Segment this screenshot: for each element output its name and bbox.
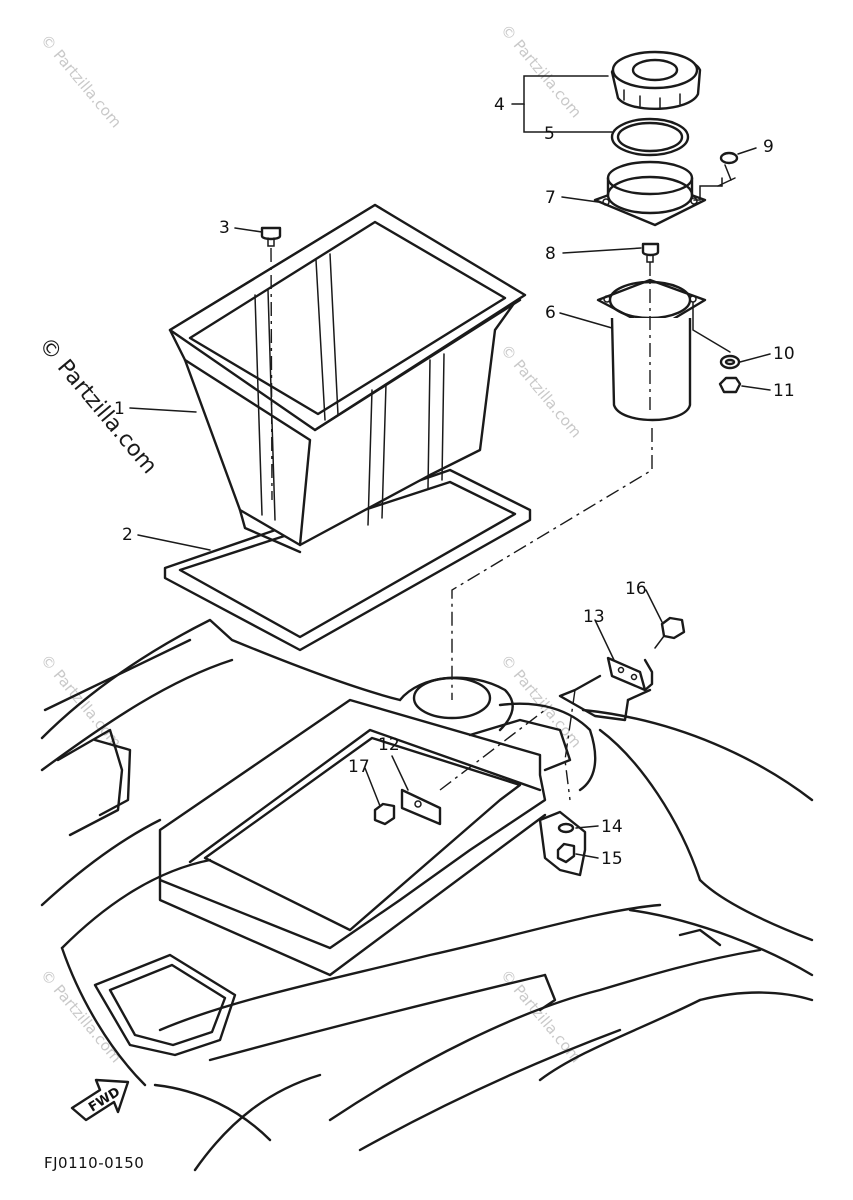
- mounting-plate: [373, 689, 576, 826]
- drain-plug: [260, 226, 282, 501]
- callout-2: 2: [122, 525, 133, 545]
- filler-cap: [610, 50, 702, 110]
- callout-6: 6: [545, 303, 556, 323]
- callout-14: 14: [601, 817, 623, 837]
- callout-12: 12: [378, 735, 400, 755]
- watermark: © Partzilla.com: [497, 21, 585, 121]
- callout-numbers: 1 2 3 4 5 6 7 8 9 10 11 12 13 14 15 16 1…: [114, 95, 795, 869]
- washer-and-nut: [718, 354, 742, 394]
- storage-box: [168, 203, 527, 554]
- callout-17: 17: [348, 757, 370, 777]
- screw: [693, 151, 739, 201]
- lower-nut-assembly: [538, 810, 587, 877]
- watermark: © Partzilla.com: [37, 31, 125, 131]
- forward-arrow-icon: FWD: [70, 1078, 130, 1122]
- callout-15: 15: [601, 849, 623, 869]
- watermark: © Partzilla.com: [497, 966, 585, 1066]
- hose-plug: [641, 242, 660, 263]
- bracket-assembly: [558, 616, 686, 722]
- filler-neck-flange: [593, 160, 707, 227]
- callout-13: 13: [583, 607, 605, 627]
- callout-3: 3: [219, 218, 230, 238]
- callout-10: 10: [773, 344, 795, 364]
- diagram-code: FJ0110-0150: [44, 1154, 144, 1172]
- callout-5: 5: [544, 124, 555, 144]
- assembly-centerline: [451, 428, 653, 700]
- watermark: © Partzilla.com: [497, 341, 585, 441]
- filler-pipe: [596, 262, 731, 422]
- leader-lines: [129, 75, 771, 859]
- callout-9: 9: [763, 137, 774, 157]
- callout-7: 7: [545, 188, 556, 208]
- callout-16: 16: [625, 579, 647, 599]
- callout-8: 8: [545, 244, 556, 264]
- callout-1: 1: [114, 399, 125, 419]
- callout-4: 4: [494, 95, 505, 115]
- hull-deck: [40, 618, 814, 1172]
- o-ring: [610, 117, 690, 157]
- callout-11: 11: [773, 381, 795, 401]
- partzilla-watermark: © Partzilla.com: [33, 333, 161, 479]
